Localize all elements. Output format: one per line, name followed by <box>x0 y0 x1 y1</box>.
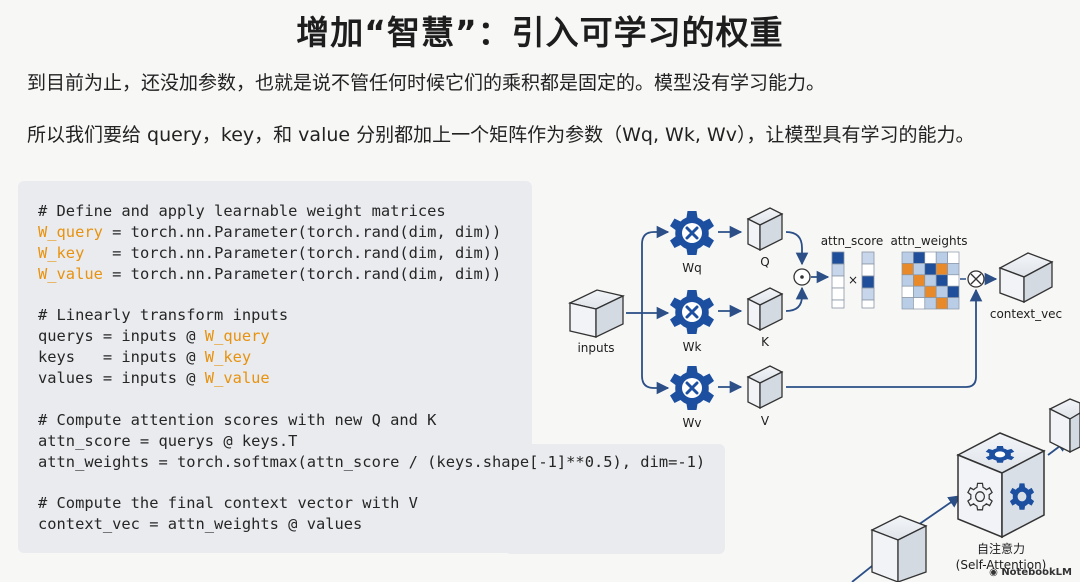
attn-weight-cell <box>924 274 937 287</box>
k-label: K <box>761 335 770 349</box>
notebooklm-brand: ◉ NotebookLM <box>989 567 1072 578</box>
attn-weight-cell <box>947 251 960 264</box>
k-cube <box>746 287 784 332</box>
attn-weight-cell <box>935 251 948 264</box>
attn-weight-cell <box>901 251 914 264</box>
code-line: W_key = torch.nn.Parameter(torch.rand(di… <box>38 243 705 264</box>
code-text: # Compute attention scores with new Q an… <box>38 410 437 429</box>
code-line: # Linearly transform inputs <box>38 305 705 326</box>
code-line: W_value = torch.nn.Parameter(torch.rand(… <box>38 264 705 285</box>
wv-gear-icon <box>668 364 716 412</box>
code-text: keys = inputs @ <box>38 348 205 367</box>
attn-weight-cell <box>947 274 960 287</box>
attn-weight-cell <box>901 274 914 287</box>
code-text: # Compute the final context vector with … <box>38 494 418 513</box>
attn-weight-cell <box>947 285 960 298</box>
attn-score-vector <box>831 251 845 309</box>
code-weight-token: W_key <box>204 348 252 367</box>
attn-weight-cell <box>935 263 948 276</box>
code-line: W_query = torch.nn.Parameter(torch.rand(… <box>38 222 705 243</box>
code-line: context_vec = attn_weights @ values <box>38 514 705 535</box>
wq-label: Wq <box>682 261 701 275</box>
attn-weight-cell <box>924 251 937 264</box>
attn-weights-grid <box>901 251 960 310</box>
wv-label: Wv <box>683 416 702 430</box>
code-text: context_vec = attn_weights @ values <box>38 515 363 534</box>
code-text: values = inputs @ <box>38 369 205 388</box>
attn-weight-cell <box>913 263 926 276</box>
code-line: # Compute attention scores with new Q an… <box>38 410 705 431</box>
code-block-extension <box>505 444 725 554</box>
code-text: # Linearly transform inputs <box>38 306 289 325</box>
attn-weight-cell <box>913 297 926 310</box>
parameter-paragraph: 所以我们要给 query，key，和 value 分别都加上一个矩阵作为参数（W… <box>27 124 975 146</box>
code-text: querys = inputs @ <box>38 327 205 346</box>
attn-weight-cell <box>901 263 914 276</box>
self-attention-label: 自注意力 <box>977 541 1025 556</box>
code-line: querys = inputs @ W_query <box>38 326 705 347</box>
code-text: = torch.nn.Parameter(torch.rand(dim, dim… <box>102 264 502 283</box>
right-gear-icon <box>1009 483 1035 510</box>
code-line: attn_weights = torch.softmax(attn_score … <box>38 452 705 473</box>
intro-paragraph: 到目前为止，还没加参数，也就是说不管任何时候它们的乘积都是固定的。模型没有学习能… <box>27 72 826 94</box>
attn-weight-cell <box>901 285 914 298</box>
q-label: Q <box>760 255 769 269</box>
times-symbol: × <box>848 273 858 287</box>
code-weight-token: W_value <box>204 369 270 388</box>
code-text: # Define and apply learnable weight matr… <box>38 202 446 220</box>
context-vec-label: context_vec <box>990 307 1062 321</box>
code-text: attn_score = querys @ keys.T <box>38 431 298 450</box>
brand-logo-icon: ◉ <box>989 567 1002 578</box>
attn-weight-cell <box>947 297 960 310</box>
code-weight-token: W_key <box>38 243 85 262</box>
attn-weight-cell <box>924 297 937 310</box>
wk-label: Wk <box>683 340 702 354</box>
self-attention-cube <box>956 432 1046 539</box>
code-block: # Define and apply learnable weight matr… <box>38 201 705 535</box>
code-line: # Compute the final context vector with … <box>38 493 705 514</box>
small-cube-top-right <box>1048 398 1080 454</box>
code-weight-token: W_query <box>38 222 103 241</box>
attn-weight-cell <box>901 297 914 310</box>
attn-weight-cell <box>935 297 948 310</box>
left-gear-icon <box>967 482 993 511</box>
v-label: V <box>761 414 770 428</box>
code-text: = torch.nn.Parameter(torch.rand(dim, dim… <box>102 222 502 241</box>
attn-weight-cell <box>935 285 948 298</box>
attn-weight-cell <box>924 263 937 276</box>
code-text: attn_weights = torch.softmax(attn_score … <box>38 452 706 471</box>
attn-weight-cell <box>924 285 937 298</box>
wk-gear-icon <box>668 288 716 336</box>
attn-weight-cell <box>935 274 948 287</box>
code-text: = torch.nn.Parameter(torch.rand(dim, dim… <box>84 243 502 262</box>
attn-score-vector-2 <box>861 251 875 309</box>
small-cube-bottom <box>870 515 928 582</box>
inputs-label: inputs <box>577 341 614 355</box>
code-line: # Define and apply learnable weight matr… <box>38 201 705 222</box>
code-line: values = inputs @ W_value <box>38 368 705 389</box>
context-vec-cube <box>998 252 1054 304</box>
self-attention-en-label: (Self-Attention) <box>956 558 1047 572</box>
code-line: keys = inputs @ W_key <box>38 347 705 368</box>
slide-title: 增加“智慧”：引入可学习的权重 <box>296 13 784 52</box>
attn-weight-cell <box>913 285 926 298</box>
attn-weight-cell <box>913 274 926 287</box>
inputs-cube <box>568 289 625 339</box>
v-cube <box>746 365 784 410</box>
attn-weight-cell <box>913 251 926 264</box>
attn-weights-label: attn_weights <box>890 234 967 248</box>
attn-weight-cell <box>947 263 960 276</box>
q-cube <box>746 207 784 252</box>
wq-gear-icon <box>668 209 716 257</box>
attn-score-label: attn_score <box>821 234 884 248</box>
code-block-background <box>18 181 532 553</box>
top-gear-icon <box>985 446 1015 463</box>
code-weight-token: W_value <box>38 264 103 283</box>
code-line: attn_score = querys @ keys.T <box>38 431 705 452</box>
code-weight-token: W_query <box>204 327 270 346</box>
brand-label: NotebookLM <box>1001 567 1072 578</box>
